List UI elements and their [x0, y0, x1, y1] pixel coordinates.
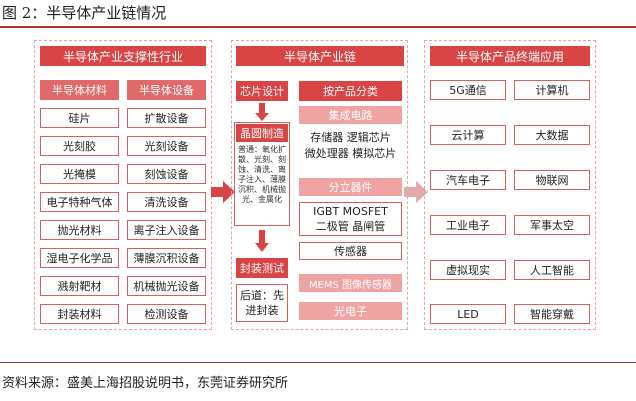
- application-item: 军事太空: [514, 215, 590, 235]
- equipment-item: 薄膜沉积设备: [127, 248, 206, 268]
- ic-box: 集成电路: [299, 106, 402, 124]
- equipment-item: 扩散设备: [127, 108, 206, 128]
- equipment-item: 清洗设备: [127, 192, 206, 212]
- discrete-box: 分立器件: [299, 178, 402, 196]
- packaging-box: 封装测试: [236, 258, 288, 278]
- equipment-item: 光刻设备: [127, 136, 206, 156]
- arrow-right-icon: [404, 181, 428, 203]
- sensor-box: 传感器: [299, 242, 402, 260]
- material-item: 溅射靶材: [40, 276, 119, 296]
- discrete-detail-box: IGBT MOSFET 二极管 晶闸管: [299, 202, 402, 236]
- material-item: 光掩模: [40, 164, 119, 184]
- ic-detail: 微处理器 模拟芯片: [304, 147, 397, 160]
- application-item: 物联网: [514, 170, 590, 190]
- discrete-detail: 二极管 晶闸管: [315, 220, 386, 233]
- arrow-down-icon: [255, 230, 269, 252]
- application-item: 大数据: [514, 125, 590, 145]
- arrow-right-icon: [211, 181, 235, 203]
- material-item: 硅片: [40, 108, 119, 128]
- equipment-item: 机械抛光设备: [127, 276, 206, 296]
- material-item: 抛光材料: [40, 220, 119, 240]
- left-panel-header: 半导体产业支撑性行业: [40, 46, 206, 66]
- source-note: 资料来源：盛美上海招股说明书，东莞证券研究所: [2, 376, 289, 391]
- figure-title: 图 2：半导体产业链情况: [2, 4, 167, 22]
- equipment-item: 检测设备: [127, 304, 206, 324]
- material-item: 封装材料: [40, 304, 119, 324]
- equipment-item: 刻蚀设备: [127, 164, 206, 184]
- application-item: 人工智能: [514, 260, 590, 280]
- application-item: 汽车电子: [430, 170, 506, 190]
- right-panel: [424, 40, 596, 330]
- material-item: 电子特种气体: [40, 192, 119, 212]
- wafer-mfg-box: [234, 122, 290, 226]
- wafer-mfg-detail: 普通：氧化扩散、光刻、刻蚀、清洗、离子注入、薄膜沉积、机械抛光、金属化: [238, 145, 286, 204]
- application-item: 工业电子: [430, 215, 506, 235]
- left-panel: [34, 40, 212, 330]
- top-rule: [0, 26, 636, 28]
- equipment-header: 半导体设备: [127, 80, 206, 100]
- bottom-rule: [0, 362, 636, 363]
- middle-panel-header: 半导体产业链: [236, 46, 404, 66]
- material-item: 光刻胶: [40, 136, 119, 156]
- wafer-mfg-header: 晶圆制造: [236, 124, 288, 142]
- opto-box: 光电子: [299, 302, 402, 320]
- application-item: 计算机: [514, 80, 590, 100]
- by-product-header: 按产品分类: [299, 81, 402, 101]
- discrete-detail: IGBT MOSFET: [313, 205, 388, 218]
- ic-detail: 存储器 逻辑芯片: [310, 131, 391, 144]
- middle-panel: [231, 40, 408, 330]
- equipment-item: 离子注入设备: [127, 220, 206, 240]
- application-item: LED: [430, 304, 506, 324]
- application-item: 智能穿戴: [514, 304, 590, 324]
- application-item: 5G通信: [430, 80, 506, 100]
- materials-header: 半导体材料: [40, 80, 119, 100]
- mems-box: MEMS 图像传感器: [299, 274, 402, 292]
- application-item: 虚拟现实: [430, 260, 506, 280]
- application-item: 云计算: [430, 125, 506, 145]
- material-item: 湿电子化学品: [40, 248, 119, 268]
- arrow-down-icon: [255, 103, 269, 121]
- chip-design-box: 芯片设计: [236, 81, 288, 101]
- right-panel-header: 半导体产品终端应用: [430, 46, 590, 66]
- packaging-detail: 后道：先进封装: [236, 284, 288, 322]
